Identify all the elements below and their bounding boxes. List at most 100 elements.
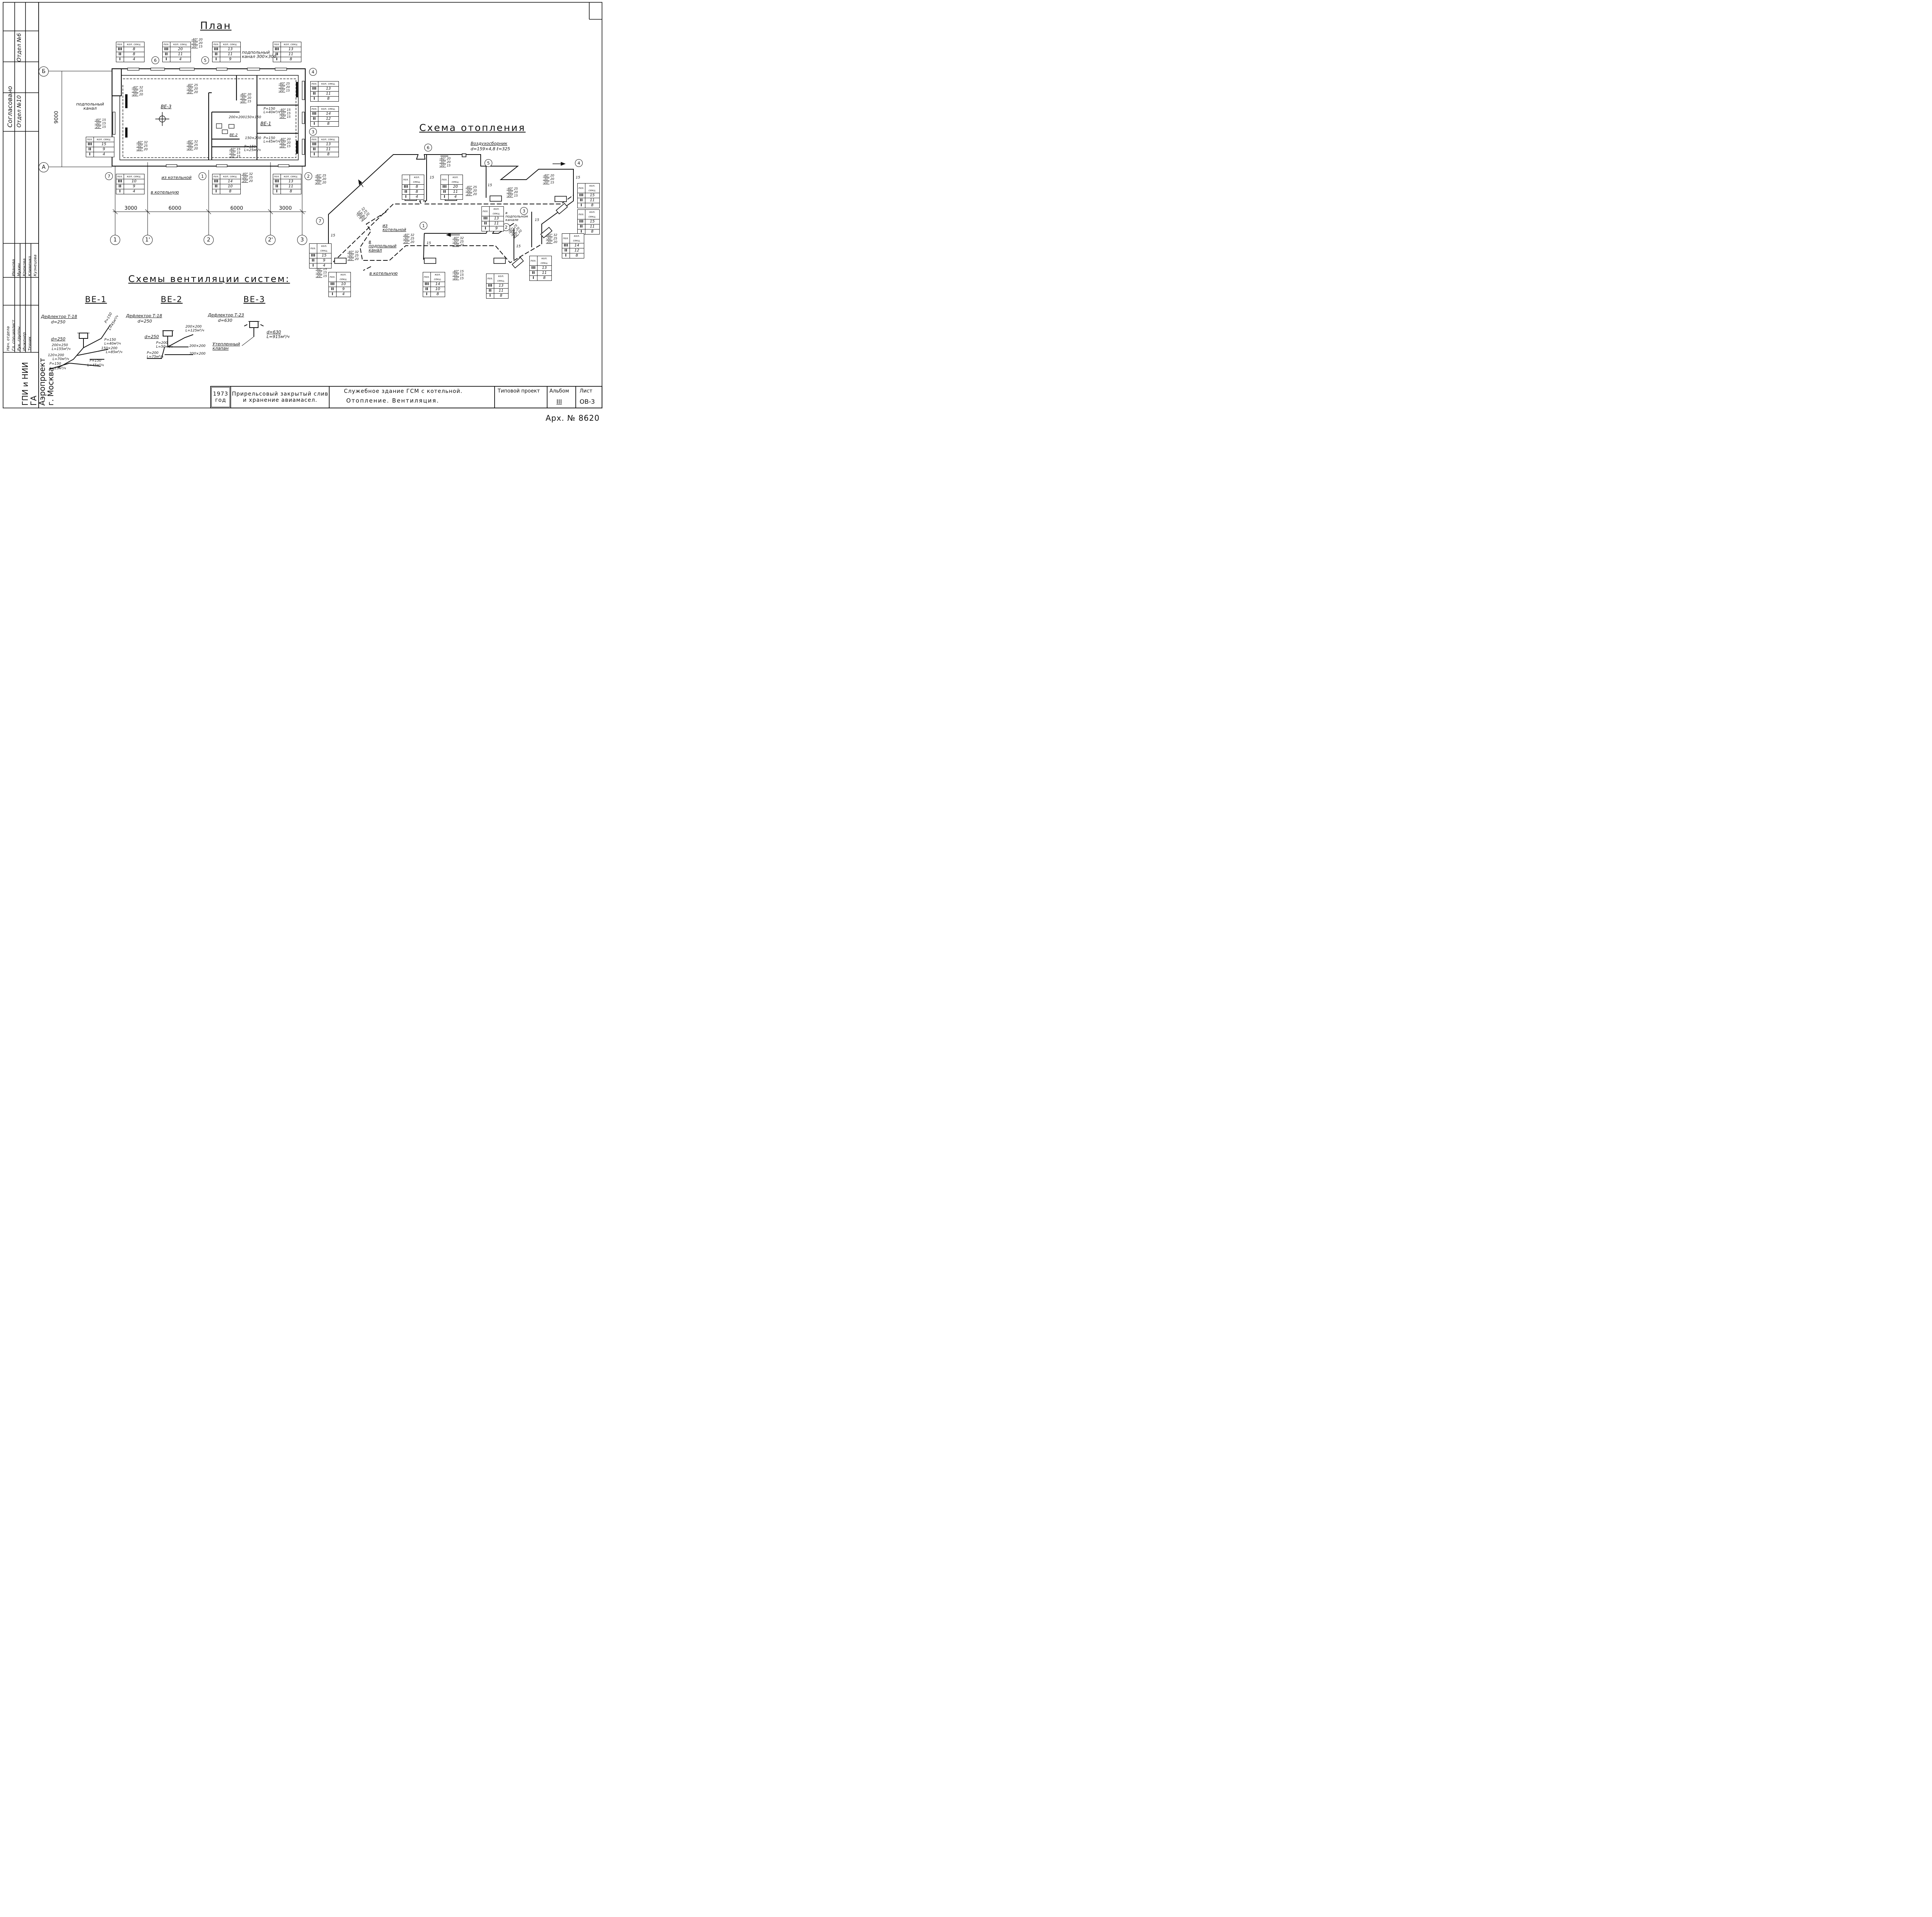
plan-temp-note-wc: -40°20 -30°20 -20°15 — [240, 93, 252, 103]
scheme-riser-size-7: 15 — [535, 218, 539, 222]
be3-d2-flow: L=915м³/ч — [267, 334, 290, 339]
scheme-riser-7: 7 — [316, 217, 324, 225]
plan-temp-note-left: -40°15 -30°15 -20°15 — [95, 118, 106, 129]
be1-duct-f: 150×200 — [101, 347, 117, 350]
be2-duct-a: 200×200 — [185, 325, 202, 329]
be1-duct-g-flow: L=45м³/ч — [87, 364, 104, 367]
dimension-9000: 9000 — [54, 110, 60, 124]
stamp-organization: ГПИ и НИИ ГА Аэропроект г. Москва — [20, 358, 55, 406]
scheme-note-to-boiler: в котельную — [369, 271, 398, 276]
be2-duct-b: Р=200 — [156, 341, 168, 345]
scheme-riser-4: 4 — [575, 159, 583, 167]
scheme-temp-left: -40°15 -30°15 -20°15 — [316, 267, 327, 278]
riser-marker-2: 2 — [304, 172, 312, 180]
axis-marker-1prime: 1' — [143, 235, 153, 245]
stamp-name-5: Кузнецова — [33, 255, 37, 276]
title-sheet-name: Отопление. Вентиляция. — [346, 397, 439, 404]
riser-marker-1: 1 — [199, 172, 206, 180]
stamp-role-group: Рук. группы — [17, 326, 21, 351]
scheme-temp-bottom: -40°15 -30°15 -20°15 — [452, 270, 464, 280]
dimension-6000-left: 6000 — [168, 206, 182, 211]
dimension-3000-right: 3000 — [279, 206, 292, 211]
title-project: Прирельсовый закрытый слив и хранение ав… — [232, 391, 328, 403]
plan-note-duct-150b: 150×200 — [245, 136, 261, 140]
title-building: Служебное здание ГСМ с котельной. — [344, 388, 463, 394]
plan-label-be3: ВЕ-3 — [161, 104, 172, 109]
title-album-label: Альбом — [549, 388, 569, 394]
plan-temp-note-room1: -40°32 -30°25 -20°20 — [132, 86, 143, 96]
scheme-note-air-vent: Воздухосборник — [471, 141, 508, 146]
stamp-name-1: Иванова — [12, 259, 16, 276]
scheme-riser-size-4: 15 — [331, 234, 335, 238]
title-year: 1973 год — [211, 387, 230, 407]
be2-d1: d=250 — [138, 319, 152, 324]
be1-deflector-label: Дефлектор Т-18 — [41, 314, 77, 319]
stamp-role-engineer: Инженер — [22, 332, 27, 351]
be2-duct-d: 200×200 — [189, 344, 206, 348]
stamp-role-gip: Гл. специалист — [12, 320, 16, 351]
scheme-note-air-vent-size: d=159×4,8 ℓ=325 — [471, 146, 510, 151]
stamp-dept10: Отдел №10 — [16, 95, 22, 127]
scheme-riser-6: 6 — [424, 144, 432, 151]
scheme-temp-3: -40°32 -30°25 -20°20 — [546, 233, 558, 244]
scheme-riser-5: 5 — [485, 159, 492, 167]
plan-note-to-boiler: в котельную — [151, 190, 179, 195]
scheme-riser-3: 3 — [520, 207, 528, 215]
axis-marker-2: 2 — [204, 235, 214, 245]
be1-duct-e-flow: L=40м³/ч — [104, 342, 121, 346]
be1-d1: d=250 — [51, 320, 66, 325]
plan-note-duct: 200×200 — [229, 116, 245, 119]
be2-d2: d=250 — [145, 334, 159, 339]
scheme-temp-1b: -40°32 -30°25 -20°20 — [452, 236, 464, 247]
stamp-name-3: Крюкова — [22, 258, 27, 276]
be1-duct-f-flow: L=85м³/ч — [106, 350, 122, 354]
be1-duct-b: 120×200 — [48, 353, 64, 357]
dimension-6000-right: 6000 — [230, 206, 243, 211]
riser-marker-5: 5 — [201, 56, 209, 64]
scheme-riser-size-3: 15 — [576, 176, 580, 180]
title-album-value: III — [556, 398, 562, 405]
be3-d2: d=630 — [267, 330, 281, 335]
title-sheet-label: Лист — [580, 388, 592, 394]
be1-duct-a-flow: L=155м³/ч — [52, 347, 71, 351]
scheme-riser-size-5: 15 — [427, 241, 431, 245]
plan-temp-note-room1-bottom: -40°32 -30°25 -20°20 — [136, 141, 148, 151]
be2-duct-a-flow: L=125м³/ч — [185, 329, 204, 333]
stamp-name-4: Клименко — [28, 256, 32, 276]
be3-valve-label: Утепленный клапан — [213, 342, 240, 351]
be1-title: ВЕ-1 — [85, 295, 107, 304]
plan-note-flow-3: Р=150 L=25м³/ч — [244, 145, 261, 152]
be1-duct-b-flow: L=70м³/ч — [53, 357, 69, 361]
plan-temp-note-top: -40°20 -30°20 -20°15 — [191, 38, 203, 48]
scheme-riser-size-6: 15 — [516, 245, 521, 248]
be1-duct-g: Р=150 — [90, 359, 102, 363]
title-type-project: Типовой проект — [498, 388, 540, 394]
plan-temp-note-r3: -40°20 -30°20 -20°15 — [279, 138, 291, 148]
be3-d1: d=630 — [218, 318, 233, 323]
scheme-riser-size-1: 15 — [430, 176, 434, 180]
be2-duct-c-flow: L=75м³/ч — [147, 355, 163, 359]
be2-title: ВЕ-2 — [161, 295, 183, 304]
riser-marker-4: 4 — [309, 68, 317, 76]
axis-marker-1: 1 — [110, 235, 120, 245]
scheme-temp-7: -40°32 -30°25 -20°20 — [347, 250, 359, 261]
be1-duct-c: Р=150 — [49, 362, 61, 366]
stamp-role-tech: Техник — [28, 336, 32, 351]
be1-d2: d=250 — [51, 336, 66, 342]
scheme-temp-5: -40°25 -30°20 -20°20 — [466, 185, 477, 196]
